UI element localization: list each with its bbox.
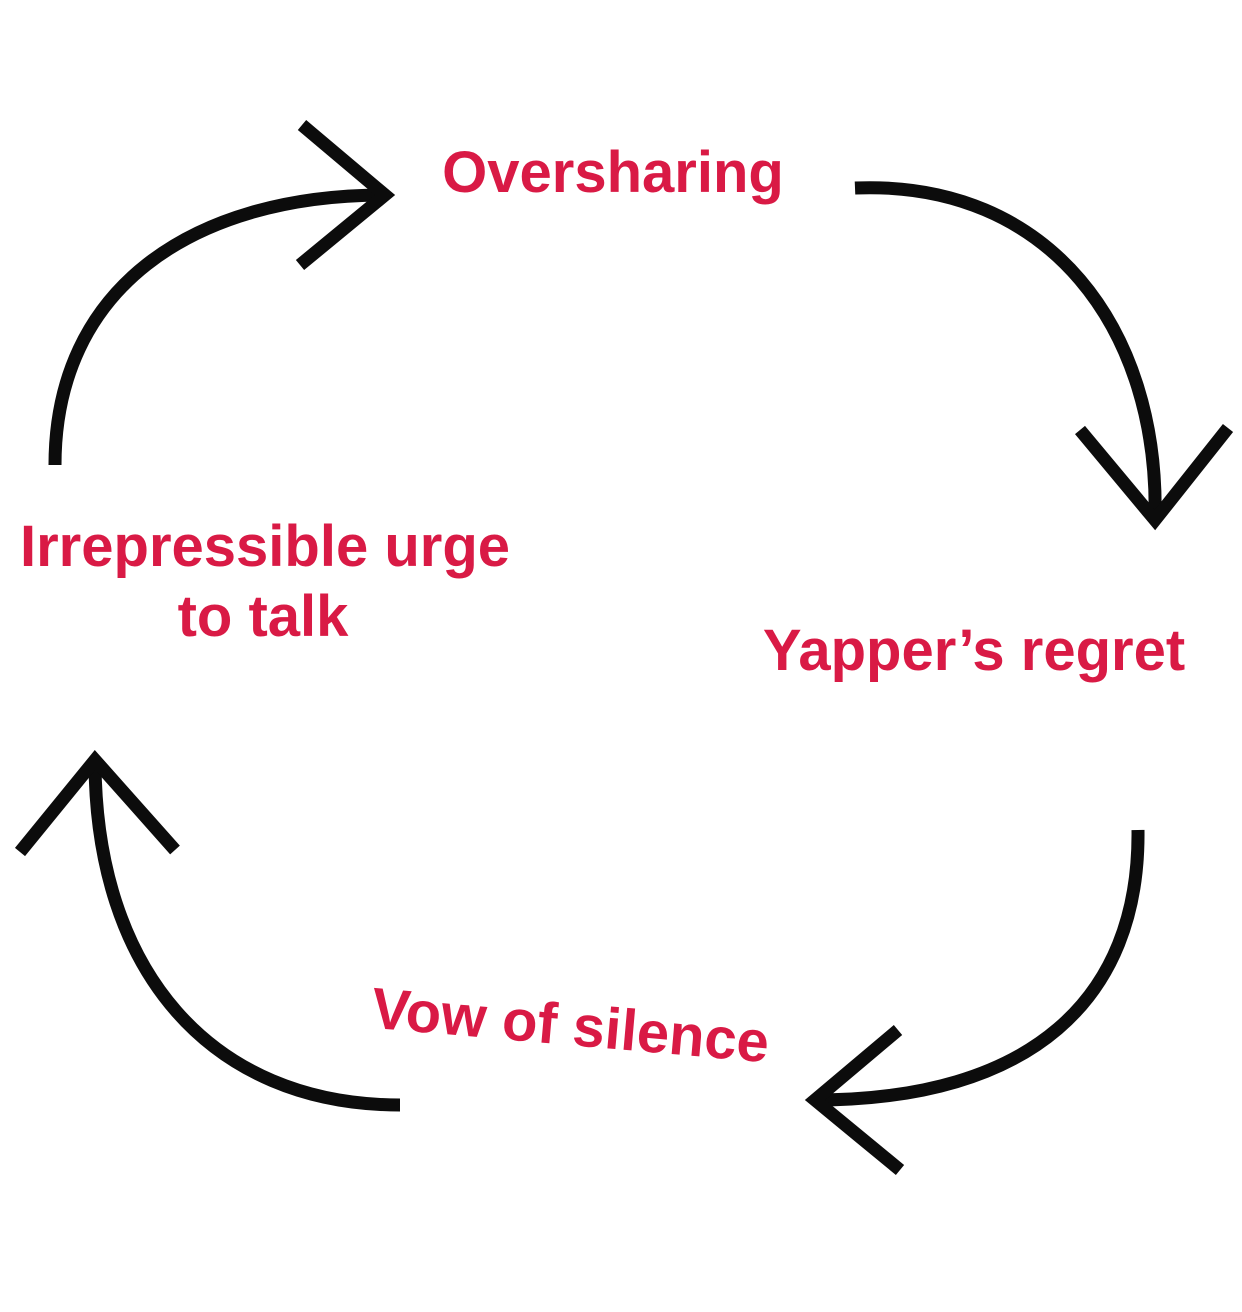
arrow-vow-to-urge xyxy=(14,749,401,1112)
stage-yappers-regret: Yapper’s regret xyxy=(763,618,1185,683)
stage-oversharing: Oversharing xyxy=(442,140,784,205)
stage-urge-line2: to talk xyxy=(178,584,350,649)
arrow-urge-to-oversharing xyxy=(48,120,396,466)
arrow-oversharing-to-regret xyxy=(854,181,1234,531)
stage-urge-line1: Irrepressible urge xyxy=(20,514,510,579)
stage-vow-of-silence: Vow of silence xyxy=(369,976,772,1075)
arrow-regret-to-vow xyxy=(804,829,1145,1176)
